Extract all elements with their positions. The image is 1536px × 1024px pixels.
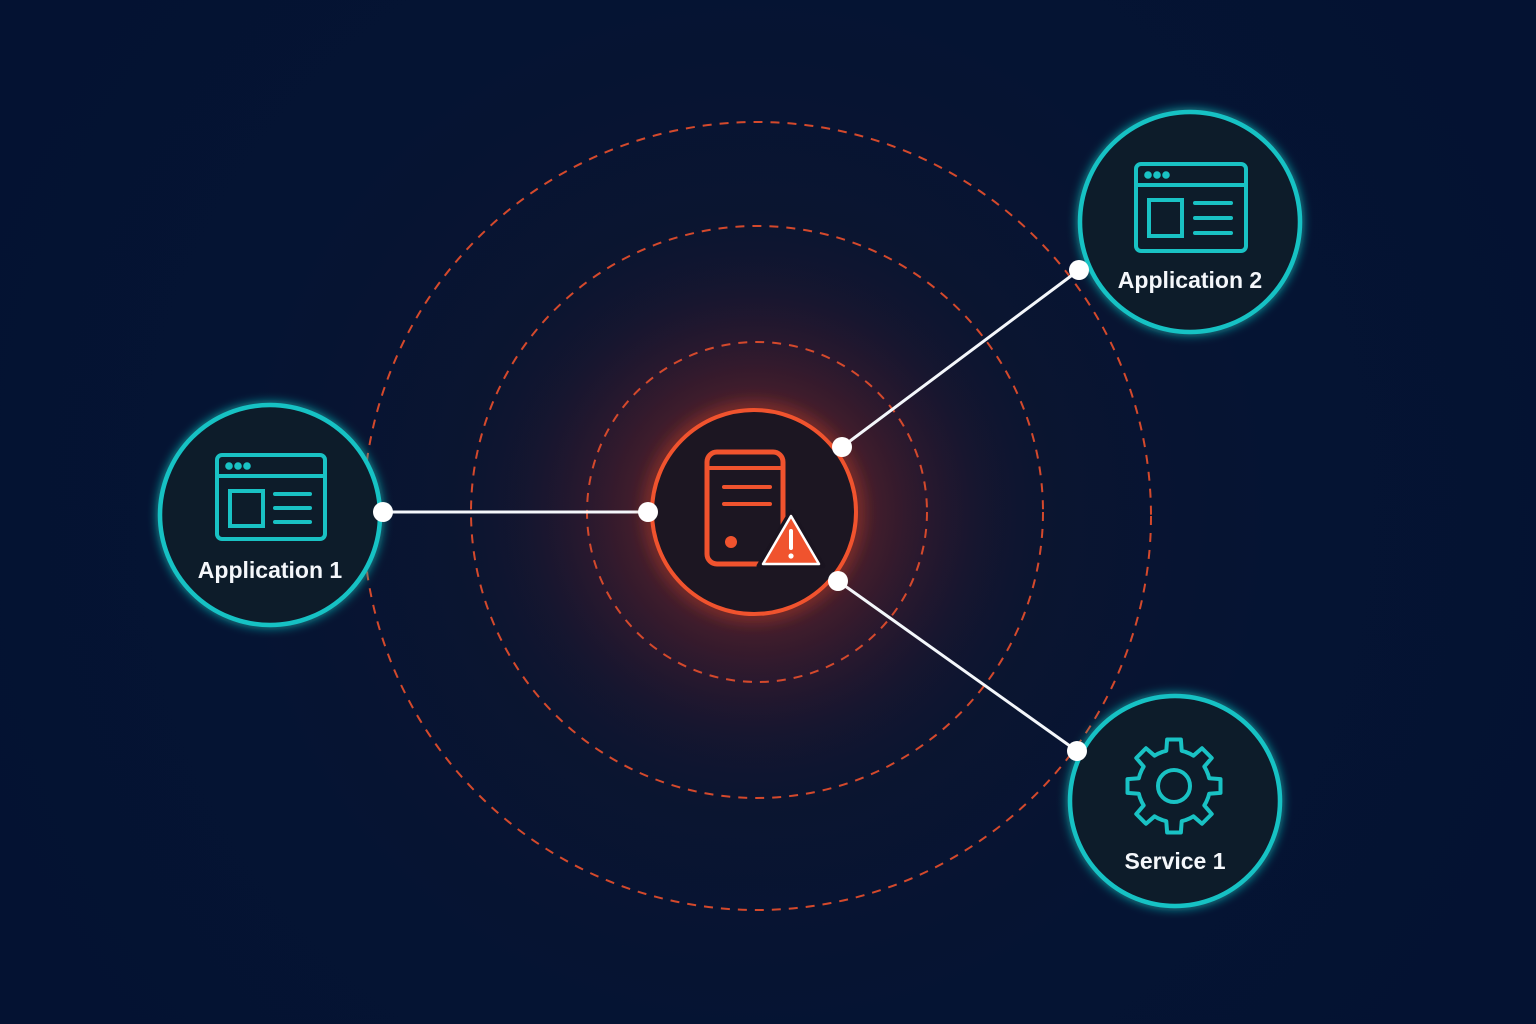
node-application-2[interactable]: Application 2 xyxy=(1077,109,1303,335)
endpoint-dot-app2[interactable] xyxy=(1069,260,1089,280)
endpoint-dot-center-lower[interactable] xyxy=(828,571,848,591)
center-node[interactable] xyxy=(650,408,858,616)
connectors xyxy=(381,268,1081,753)
connector-service1 xyxy=(836,579,1079,753)
node-label: Application 2 xyxy=(1118,267,1262,293)
endpoint-dot-app1[interactable] xyxy=(373,502,393,522)
connector-app2 xyxy=(840,268,1081,449)
ripple-ring-outer xyxy=(362,121,1152,911)
endpoint-dot-center-upper[interactable] xyxy=(832,437,852,457)
node-application-1[interactable]: Application 1 xyxy=(157,402,383,628)
node-ring xyxy=(1077,109,1303,335)
ripple-ring-middle xyxy=(470,225,1044,799)
browser-window-icon xyxy=(215,453,327,541)
node-label: Service 1 xyxy=(1124,848,1225,874)
center-node-ring xyxy=(650,408,858,616)
node-label: Application 1 xyxy=(198,557,343,583)
server-warning-icon xyxy=(704,449,826,569)
node-service-1[interactable]: Service 1 xyxy=(1067,693,1283,909)
gear-icon xyxy=(1125,737,1223,835)
browser-window-icon xyxy=(1134,162,1248,253)
endpoint-dot-center-left[interactable] xyxy=(638,502,658,522)
endpoint-dot-service1[interactable] xyxy=(1067,741,1087,761)
node-ring xyxy=(157,402,383,628)
connector-endpoints xyxy=(373,260,1089,761)
